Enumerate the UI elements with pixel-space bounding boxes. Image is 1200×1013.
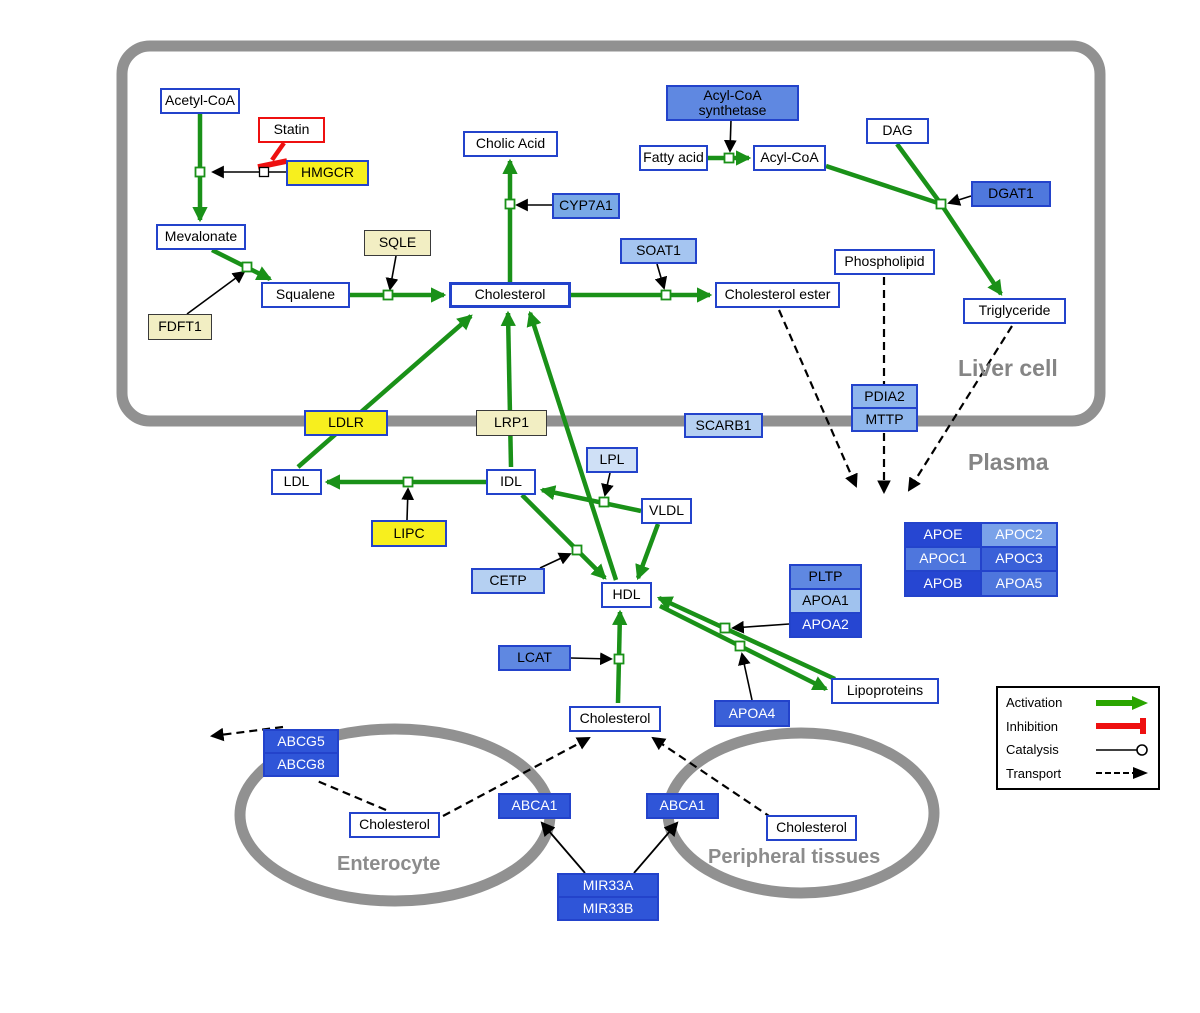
legend-catalysis-label: Catalysis (1006, 742, 1059, 758)
node-fatty-acid[interactable]: Fatty acid (639, 145, 708, 171)
legend-transport-row: Transport (1006, 762, 1150, 784)
node-hmgcr[interactable]: HMGCR (286, 160, 369, 186)
node-cetp[interactable]: CETP (471, 568, 545, 594)
node-lcat[interactable]: LCAT (498, 645, 571, 671)
node-mir33a[interactable]: MIR33A (557, 873, 659, 898)
node-apoa2[interactable]: APOA2 (789, 612, 862, 638)
legend: Activation Inhibition Catalysis Transpor… (996, 686, 1160, 790)
node-apoa4[interactable]: APOA4 (714, 700, 790, 727)
node-phospholipid[interactable]: Phospholipid (834, 249, 935, 275)
node-acetyl-coa[interactable]: Acetyl-CoA (160, 88, 240, 114)
transport-arrow-icon (1096, 767, 1148, 780)
node-apoa1[interactable]: APOA1 (789, 588, 862, 614)
node-lipc[interactable]: LIPC (371, 520, 447, 547)
enterocyte-label: Enterocyte (337, 853, 441, 875)
legend-activation-label: Activation (1006, 695, 1063, 711)
node-lipoproteins[interactable]: Lipoproteins (831, 678, 939, 704)
node-dag[interactable]: DAG (866, 118, 929, 144)
node-abcg8[interactable]: ABCG8 (263, 752, 339, 777)
node-mir33b[interactable]: MIR33B (557, 896, 659, 921)
inhibition-bar-icon (1096, 718, 1146, 735)
node-fdft1[interactable]: FDFT1 (148, 314, 212, 340)
node-squalene[interactable]: Squalene (261, 282, 350, 308)
node-pdia2[interactable]: PDIA2 (851, 384, 918, 409)
node-lrp1[interactable]: LRP1 (476, 410, 547, 436)
node-lpl[interactable]: LPL (586, 447, 638, 473)
node-cholic-acid[interactable]: Cholic Acid (463, 131, 558, 157)
inhibition-edge (257, 141, 288, 170)
node-scarb1[interactable]: SCARB1 (684, 413, 763, 438)
node-apoc1[interactable]: APOC1 (904, 546, 982, 572)
legend-inhibition-row: Inhibition (1006, 715, 1150, 737)
node-cyp7a1[interactable]: CYP7A1 (552, 193, 620, 219)
node-cholesterol-liver[interactable]: Cholesterol (449, 282, 571, 308)
liver-cell-label: Liver cell (958, 355, 1058, 381)
activation-arrow-icon (1096, 695, 1148, 710)
node-apoe[interactable]: APOE (904, 522, 982, 548)
node-vldl[interactable]: VLDL (641, 498, 692, 524)
node-abca1-left[interactable]: ABCA1 (498, 793, 571, 819)
node-apob[interactable]: APOB (904, 570, 982, 597)
node-abca1-right[interactable]: ABCA1 (646, 793, 719, 819)
node-soat1[interactable]: SOAT1 (620, 238, 697, 264)
node-apoa5[interactable]: APOA5 (980, 570, 1058, 597)
node-dgat1[interactable]: DGAT1 (971, 181, 1051, 207)
legend-inhibition-label: Inhibition (1006, 718, 1059, 734)
legend-catalysis-row: Catalysis (1006, 739, 1150, 761)
reaction-squares (194, 152, 947, 665)
node-acyl-coa-synthetase[interactable]: Acyl-CoA synthetase (666, 85, 799, 121)
plasma-label: Plasma (968, 449, 1049, 475)
node-hdl[interactable]: HDL (601, 582, 652, 608)
catalysis-circle-icon (1096, 743, 1148, 756)
node-cholesterol-peripheral[interactable]: Cholesterol (766, 815, 857, 841)
node-sqle[interactable]: SQLE (364, 230, 431, 256)
legend-transport-label: Transport (1006, 765, 1062, 781)
node-statin[interactable]: Statin (258, 117, 325, 143)
legend-activation-row: Activation (1006, 692, 1150, 714)
node-pltp[interactable]: PLTP (789, 564, 862, 590)
node-abcg5[interactable]: ABCG5 (263, 729, 339, 754)
node-cholesterol-plasma[interactable]: Cholesterol (569, 706, 661, 732)
node-triglyceride[interactable]: Triglyceride (963, 298, 1066, 324)
node-apoc3[interactable]: APOC3 (980, 546, 1058, 572)
peripheral-tissues-label: Peripheral tissues (708, 846, 881, 868)
node-ldl[interactable]: LDL (271, 469, 322, 495)
node-cholesterol-enterocyte[interactable]: Cholesterol (349, 812, 440, 838)
node-ldlr[interactable]: LDLR (304, 410, 388, 436)
catalysis-edges (186, 119, 972, 874)
node-idl[interactable]: IDL (486, 469, 536, 495)
node-cholesterol-ester[interactable]: Cholesterol ester (715, 282, 840, 308)
node-mevalonate[interactable]: Mevalonate (156, 224, 246, 250)
node-apoc2[interactable]: APOC2 (980, 522, 1058, 548)
node-mttp[interactable]: MTTP (851, 407, 918, 432)
node-acyl-coa[interactable]: Acyl-CoA (753, 145, 826, 171)
